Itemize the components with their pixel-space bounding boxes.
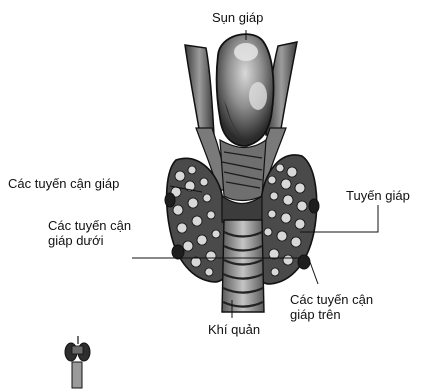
left-inferior-parathyroid [172,245,184,259]
superior-parathyroid-line2: giáp trên [290,307,373,322]
trachea-label: Khí quản [208,322,260,337]
inferior-parathyroid-line1: Các tuyến cận [48,218,131,233]
inferior-parathyroid-label: Các tuyến cận giáp dưới [48,218,131,248]
cricoid-band [220,140,266,201]
inferior-parathyroid-line2: giáp dưới [48,233,131,248]
trachea [222,220,264,312]
thumbnail-neck [72,362,82,388]
cartilage-highlight-upper [234,43,258,61]
neck-thumbnail [65,336,90,388]
superior-parathyroid-label: Các tuyến cận giáp trên [290,292,373,322]
left-cartilage-wing [185,45,214,135]
superior-parathyroid-line1: Các tuyến cận [290,292,373,307]
left-superior-parathyroid [165,193,175,207]
thumbnail-isthmus [72,346,83,354]
right-inferior-parathyroid [298,255,310,269]
parathyroid-glands-label: Các tuyến cận giáp [8,176,119,191]
leader-superior-parathyroid [310,262,318,284]
right-superior-parathyroid [309,199,319,213]
cartilage-highlight-lower [249,82,267,110]
thyroid-gland-label: Tuyến giáp [346,188,410,203]
thyroid-cartilage-label: Sụn giáp [212,10,263,25]
